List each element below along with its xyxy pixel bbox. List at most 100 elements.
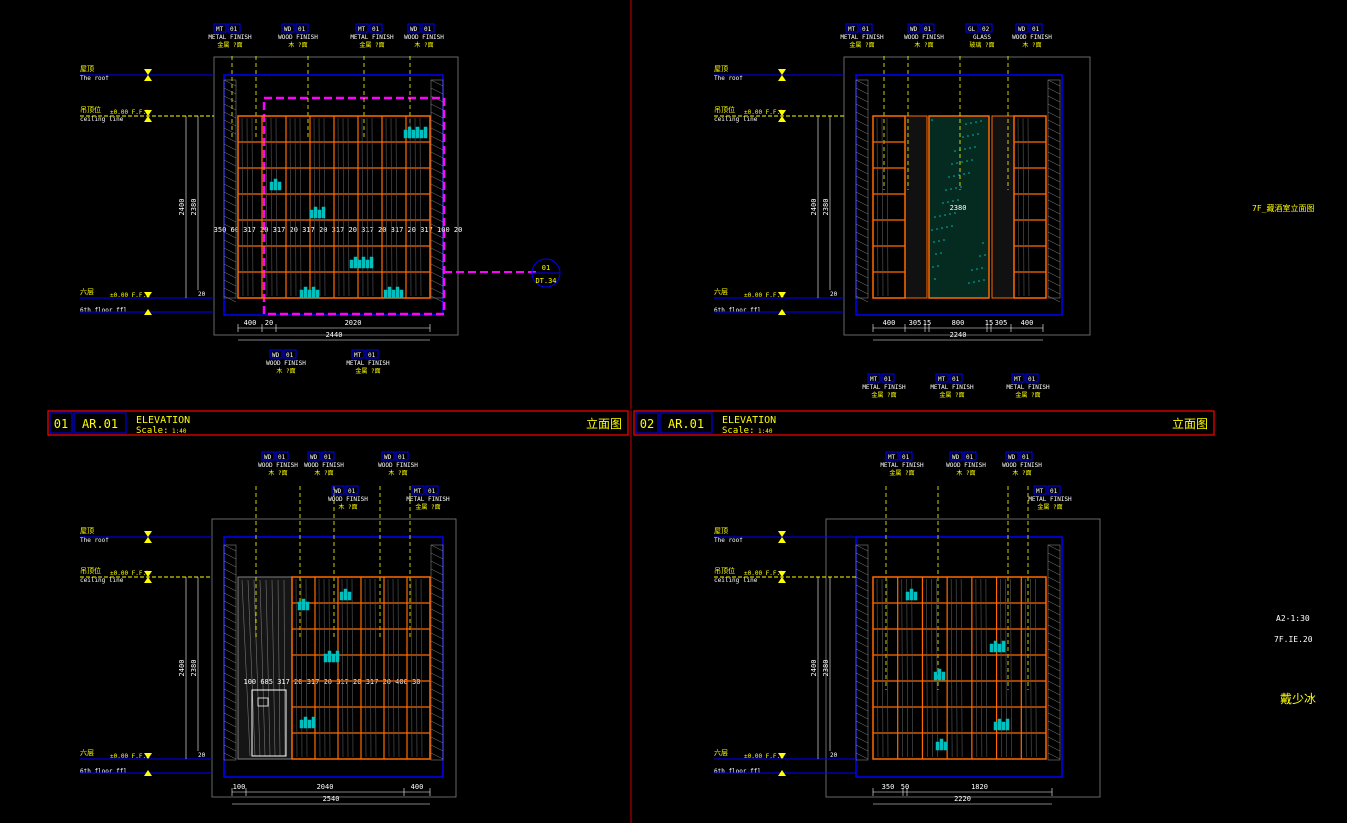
hatch-line: [855, 720, 869, 728]
hatch-line: [1047, 696, 1061, 704]
bottle: [419, 129, 424, 139]
hatch-line: [430, 584, 444, 592]
tag-finish-en: METAL FINISH: [862, 384, 906, 391]
hatch-line: [223, 199, 237, 207]
tag-finish-en: WOOD FINISH: [258, 462, 298, 469]
hatch-line: [855, 680, 869, 688]
wood-grain: [886, 117, 889, 297]
hatch-line: [855, 95, 869, 103]
wood-grain: [392, 578, 395, 758]
vdim-base: 20: [198, 752, 206, 759]
tag-num: 01: [1050, 488, 1058, 495]
wood-grain: [931, 578, 933, 758]
hatch-line: [430, 199, 444, 207]
tag-finish-cn: 金属 ?面: [217, 41, 242, 49]
floor-mark: ±0.00 F.F.L: [744, 292, 784, 299]
hatch-line: [223, 680, 237, 688]
bottle: [943, 741, 948, 751]
tag-finish-en: WOOD FINISH: [278, 34, 318, 41]
v4-outer-frame: [825, 518, 1101, 798]
glass-speckle: [966, 160, 968, 162]
wood-grain: [876, 578, 879, 758]
tag-finish-en: METAL FINISH: [346, 360, 390, 367]
v2-left-wall: [855, 79, 869, 303]
roof-cn: 屋顶: [80, 65, 94, 73]
wood-grain: [390, 117, 393, 297]
bottle: [1005, 718, 1010, 731]
shelf-frame: [1013, 115, 1047, 299]
title-scale: Scale:: [136, 426, 169, 436]
bottle: [301, 598, 306, 611]
hatch-line: [223, 151, 237, 159]
wood-grain: [410, 578, 413, 758]
wood-grain: [294, 117, 297, 297]
tag-box-num: [369, 23, 383, 33]
dim-label: 400: [1021, 319, 1034, 327]
dim-total: 2240: [950, 331, 967, 339]
hatch-line: [223, 736, 237, 744]
bottle: [327, 650, 332, 663]
v1-shelf-dims: 350 60 317 20 317 20 317 20 317 20 317 2…: [214, 226, 463, 234]
v1-bottles-e: [269, 178, 282, 191]
hatch-line: [855, 640, 869, 648]
glass-speckle: [963, 173, 965, 175]
wood-grain: [950, 578, 953, 758]
glass-speckle: [968, 282, 970, 284]
ceiling-en: ceiling line: [714, 116, 758, 123]
hatch-line: [855, 263, 869, 271]
wood-grain: [364, 578, 367, 758]
panel-grain: [271, 579, 276, 757]
hatch-line: [223, 704, 237, 712]
glass-speckle: [954, 150, 956, 152]
dim-label: 2020: [345, 319, 362, 327]
v1-left-wall: [223, 79, 237, 303]
panel-grain: [259, 579, 266, 757]
hatch-line: [430, 672, 444, 680]
hatch-box: [430, 79, 444, 299]
tag-num: 01: [884, 376, 892, 383]
glass-speckle: [937, 265, 939, 267]
v1-right-wall: [430, 79, 444, 303]
glass-speckle: [976, 268, 978, 270]
wood-grain: [975, 578, 978, 758]
bottle: [993, 721, 998, 731]
tag-finish-en: WOOD FINISH: [1012, 34, 1052, 41]
drawing-name: 7F_藏酒室立面图: [1252, 203, 1314, 213]
tag-finish-en: METAL FINISH: [930, 384, 974, 391]
hatch-line: [1047, 271, 1061, 279]
tag-finish-en: METAL FINISH: [406, 496, 450, 503]
hatch-line: [430, 752, 444, 760]
floor-cn: 六层: [714, 287, 728, 296]
hatch-line: [855, 183, 869, 191]
title-scale-value: 1:40: [172, 428, 187, 435]
hatch-line: [1047, 720, 1061, 728]
hatch-line: [223, 576, 237, 584]
tag-box-num: [321, 451, 335, 461]
hatch-line: [855, 199, 869, 207]
hatch-line: [223, 247, 237, 255]
hatch-line: [855, 712, 869, 720]
tag-box-code: [269, 349, 283, 359]
hatch-line: [430, 295, 444, 303]
v4-bottles-e: [935, 738, 948, 751]
tag-box-code: [351, 349, 365, 359]
glass-speckle: [951, 225, 953, 227]
wood-grain: [346, 578, 349, 758]
title-label: ELEVATION: [722, 415, 776, 426]
bottle: [1001, 721, 1006, 731]
tag-box-num: [421, 23, 435, 33]
tag-box-code: [281, 23, 295, 33]
tag-finish-cn: 木 ?面: [414, 41, 433, 49]
tag-box-code: [1005, 451, 1019, 461]
title-code-box: [73, 412, 127, 434]
hatch-line: [855, 143, 869, 151]
wood-grain: [347, 117, 350, 297]
hatch-line: [430, 704, 444, 712]
glass-speckle: [964, 148, 966, 150]
dim-label: 350: [882, 783, 895, 791]
hatch-line: [223, 159, 237, 167]
tag-code: WD: [384, 454, 392, 461]
